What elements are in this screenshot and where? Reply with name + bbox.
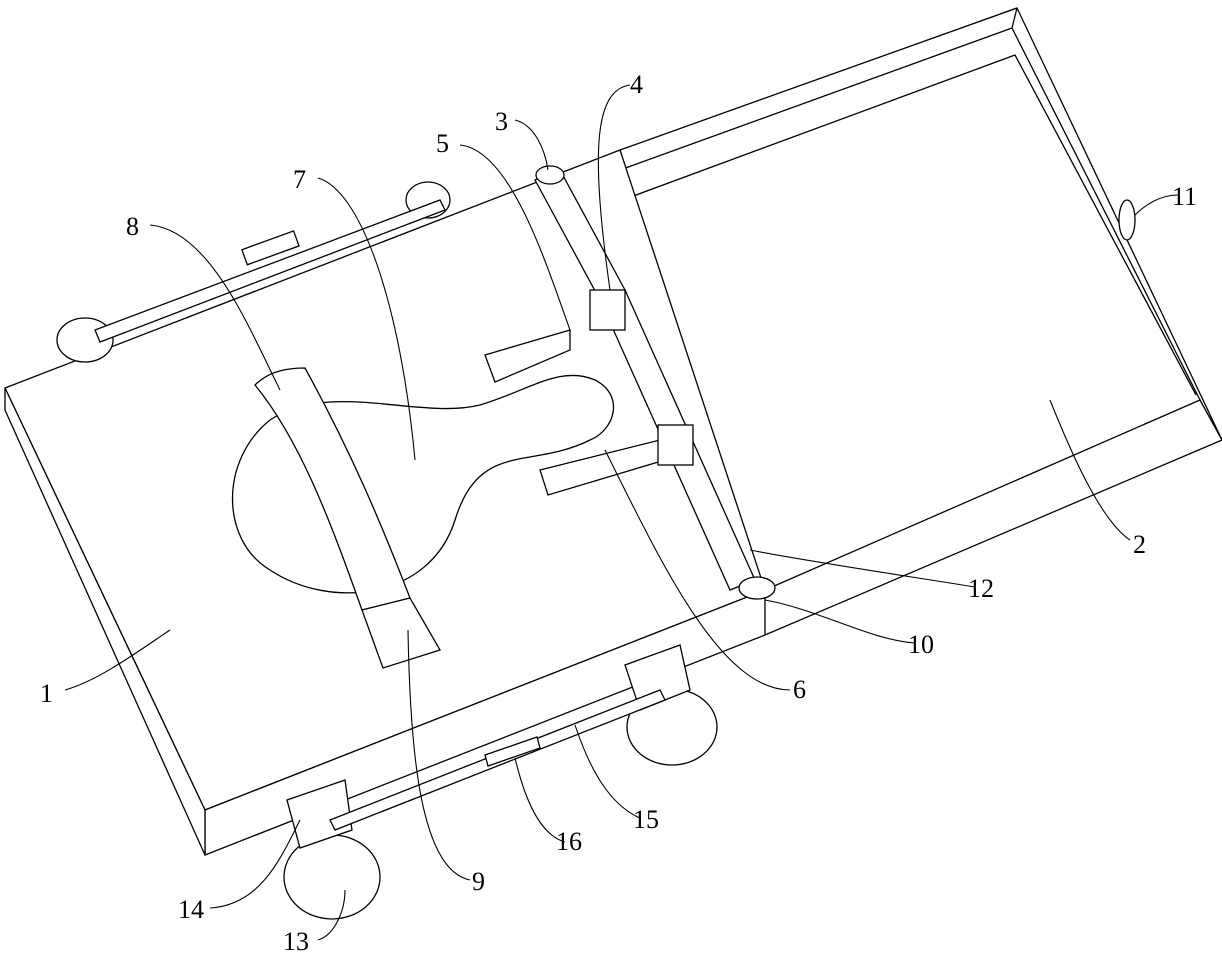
label-11: 11 <box>1172 182 1197 211</box>
label-12: 12 <box>968 574 994 603</box>
label-2: 2 <box>1133 530 1146 559</box>
knob-10 <box>739 577 775 599</box>
label-9: 9 <box>472 867 485 896</box>
label-10: 10 <box>908 630 934 659</box>
label-8: 8 <box>126 212 139 241</box>
label-5: 5 <box>436 129 449 158</box>
label-13: 13 <box>283 927 309 955</box>
label-3: 3 <box>495 107 508 136</box>
label-4: 4 <box>630 70 643 99</box>
suction-cup-13 <box>284 835 380 919</box>
label-16: 16 <box>556 827 582 856</box>
label-6: 6 <box>793 675 806 704</box>
label-7: 7 <box>293 165 306 194</box>
label-14: 14 <box>178 895 204 924</box>
label-15: 15 <box>633 805 659 834</box>
knob-11 <box>1119 200 1135 240</box>
label-1: 1 <box>40 679 53 708</box>
